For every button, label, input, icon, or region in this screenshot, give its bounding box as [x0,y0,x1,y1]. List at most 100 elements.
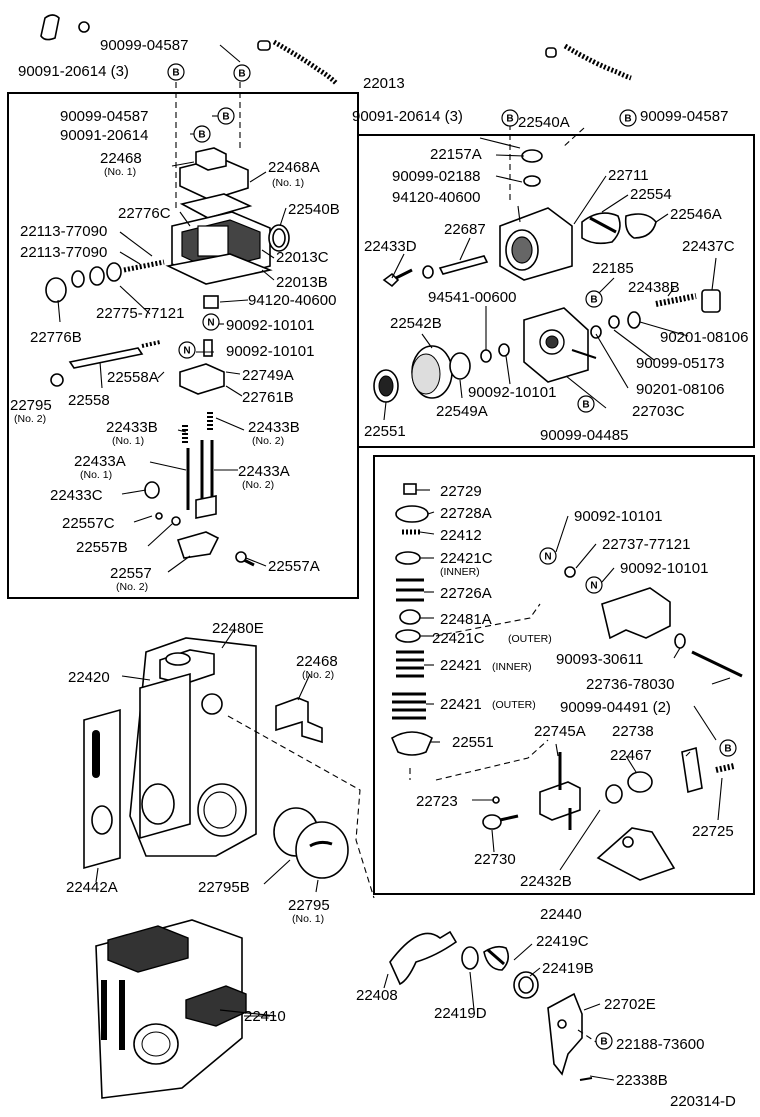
label-90099-04587-inner: 90099-04587 [60,108,148,125]
label-22421-inner-note: (INNER) [492,661,532,673]
label-22729: 22729 [440,483,482,500]
label-22338b: 22338B [616,1072,668,1089]
marker-b-circle [501,109,519,127]
label-22421c-inner: 22421C [440,550,493,567]
label-22795b: 22795B [198,879,250,896]
label-22554: 22554 [630,186,672,203]
label-22468-no2: 22468 [296,653,338,670]
label-22776b: 22776B [30,329,82,346]
label-22468a: 22468A [268,159,320,176]
label-22412: 22412 [440,527,482,544]
marker-b-letter: B [724,744,731,755]
label-22738: 22738 [612,723,654,740]
label-22438b: 22438B [628,279,680,296]
label-22728a: 22728A [440,505,492,522]
label-90099-04491-2: 90099-04491 (2) [560,699,671,716]
marker-n-circle [178,341,196,359]
label-22551-top: 22551 [364,423,406,440]
marker-b-letter: B [590,295,597,306]
marker-n-letter: N [590,581,597,592]
marker-b-circle [719,739,737,757]
label-90092-10101-a: 90092-10101 [226,317,314,334]
group-frame-22440 [373,455,755,895]
label-90099-04587-right: 90099-04587 [640,108,728,125]
label-22795-no2: 22795 [10,397,52,414]
label-22157a: 22157A [430,146,482,163]
label-22557-no2-note: (No. 2) [116,581,148,593]
label-22433d: 22433D [364,238,417,255]
label-22188-73600: 22188-73600 [616,1036,704,1053]
marker-b-letter: B [582,400,589,411]
label-22702e: 22702E [604,996,656,1013]
label-22542b: 22542B [390,315,442,332]
label-22725: 22725 [692,823,734,840]
label-22795-no2-note: (No. 2) [14,413,46,425]
governor-lever-assembly-22440 [390,483,743,881]
pump-housing [83,637,375,899]
label-22420: 22420 [68,669,110,686]
cover-assembly-22013 [45,82,290,567]
label-22467: 22467 [610,747,652,764]
label-22468a-note: (No. 1) [272,177,304,189]
leader-lines [57,44,731,1081]
label-90093-30611: 90093-30611 [556,651,643,668]
label-22013: 22013 [363,75,405,92]
label-90201-08106-b: 90201-08106 [636,381,724,398]
label-22703c: 22703C [632,403,685,420]
marker-b-circle [585,290,603,308]
label-22419d: 22419D [434,1005,487,1022]
label-22421-outer: 22421 [440,696,482,713]
label-22185: 22185 [592,260,634,277]
label-22440: 22440 [540,906,582,923]
label-22013b: 22013B [276,274,328,291]
marker-n-circle [585,576,603,594]
label-22549a: 22549A [436,403,488,420]
label-22551-bottom: 22551 [452,734,494,751]
label-22468-no1-note: (No. 1) [104,166,136,178]
marker-b-circle [595,1032,613,1050]
label-22557c: 22557C [62,515,115,532]
governor-cover-22540a [373,124,721,403]
label-90099-05173: 90099-05173 [636,355,724,372]
marker-b-letter: B [600,1037,607,1048]
label-90091-20614-3-right: 90091-20614 (3) [352,108,463,125]
label-22419b: 22419B [542,960,594,977]
marker-b-circle [619,109,637,127]
label-90092-10101-g2: 90092-10101 [620,560,708,577]
label-22557-no2: 22557 [110,565,152,582]
group-frame-22540a [357,134,755,448]
label-22749a: 22749A [242,367,294,384]
label-22421c-inner-note: (INNER) [440,566,480,578]
marker-b-circle [193,125,211,143]
label-22726a: 22726A [440,585,492,602]
label-90092-10101-b: 90092-10101 [226,343,314,360]
label-22546a: 22546A [670,206,722,223]
label-90092-10101-g1: 90092-10101 [574,508,662,525]
label-22540a: 22540A [518,114,570,131]
label-22437c: 22437C [682,238,735,255]
label-22433c: 22433C [50,487,103,504]
label-22737-77121: 22737-77121 [602,536,690,553]
label-90091-20614-3-left: 90091-20614 (3) [18,63,129,80]
label-22795-no1: 22795 [288,897,330,914]
label-90099-04485: 90099-04485 [540,427,628,444]
marker-b-letter: B [222,112,229,123]
label-22745a: 22745A [534,723,586,740]
marker-n-circle [539,547,557,565]
label-94541-00600: 94541-00600 [428,289,516,306]
label-diagram-code: 220314-D [670,1093,736,1110]
label-22736-78030: 22736-78030 [586,676,674,693]
label-22113-77090-a: 22113-77090 [20,223,107,240]
label-22776c: 22776C [118,205,171,222]
marker-b-letter: B [172,68,179,79]
label-22433b-no2: 22433B [248,419,300,436]
label-22442a: 22442A [66,879,118,896]
marker-b-letter: B [506,114,513,125]
label-94120-40600-left: 94120-40600 [248,292,336,309]
label-22421c-outer-note: (OUTER) [508,633,552,645]
label-22419c: 22419C [536,933,589,950]
label-22433a-no1: 22433A [74,453,126,470]
